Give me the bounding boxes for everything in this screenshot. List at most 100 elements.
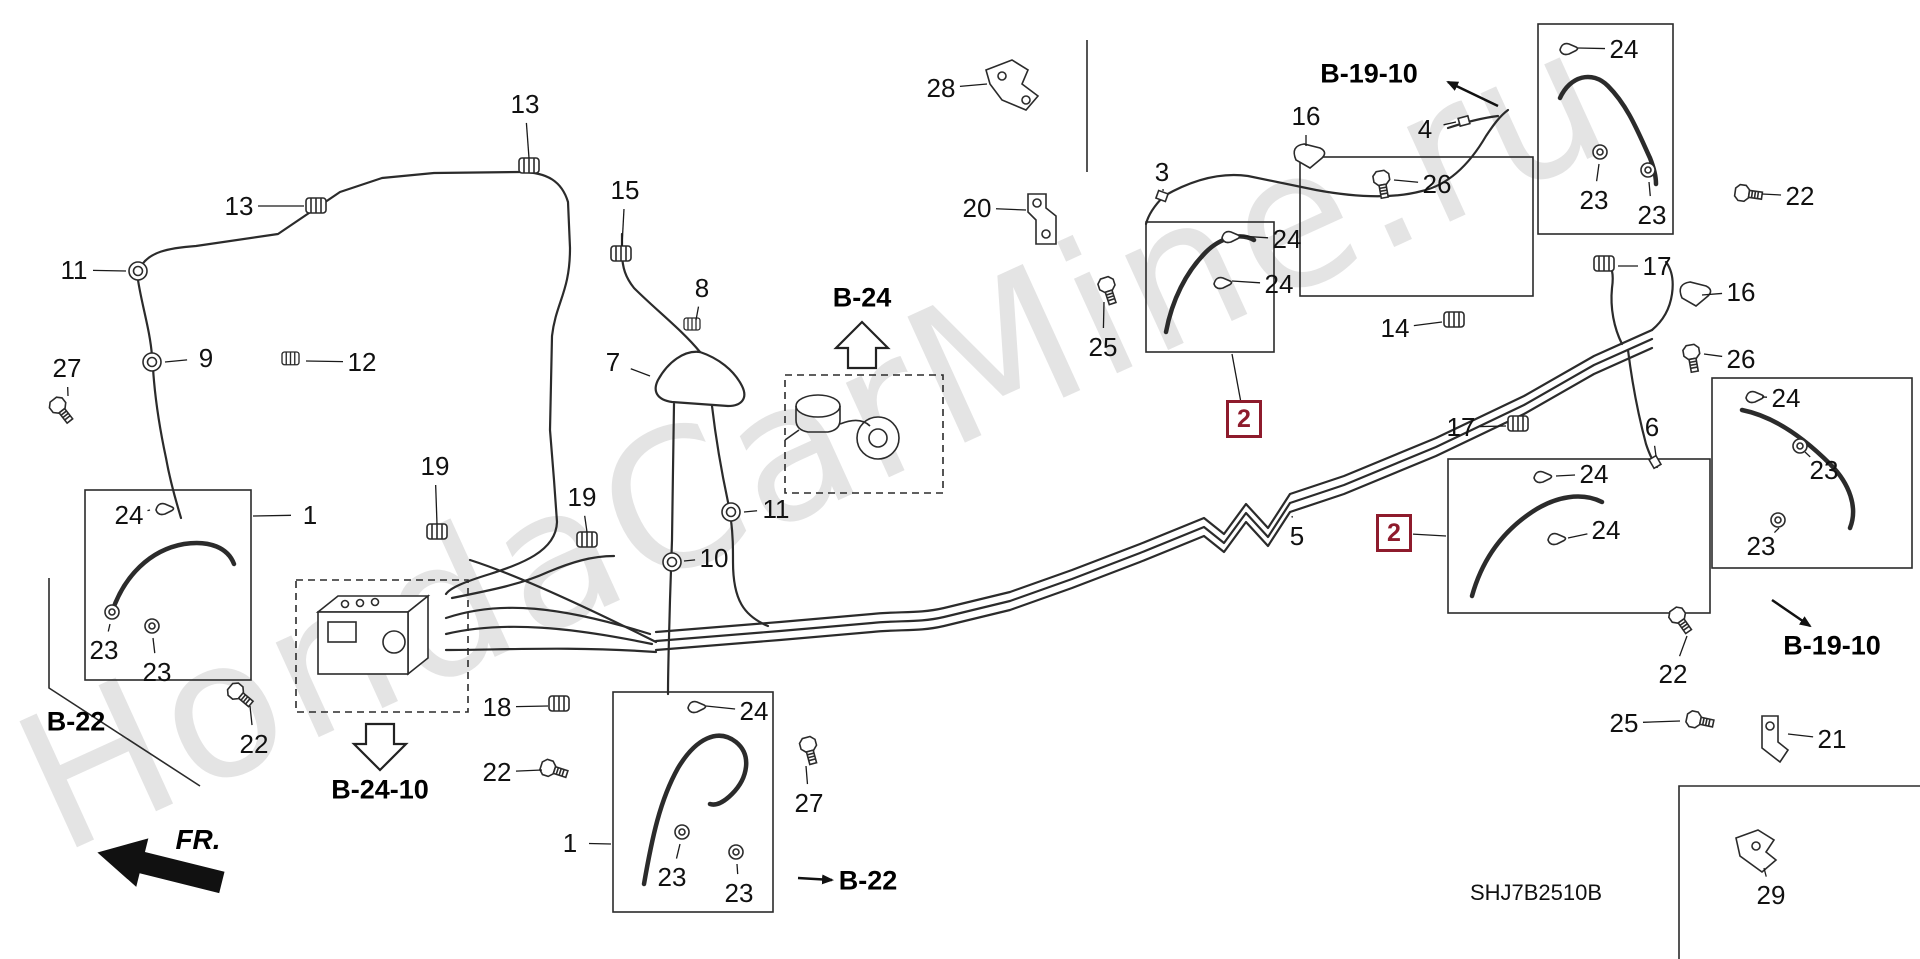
leader-line	[1555, 474, 1576, 477]
part-callout-17: 17	[1642, 251, 1672, 281]
part-4-fitting-glyph	[1457, 115, 1471, 127]
part-27-bolt-glyph	[797, 734, 822, 767]
leader-line	[515, 769, 543, 772]
part-13-clip-glyph	[305, 197, 327, 214]
part-25-bolt-glyph	[1684, 709, 1716, 733]
part-callout-19: 19	[420, 451, 450, 481]
leader-line	[305, 360, 344, 363]
part-14-clip-glyph	[1443, 311, 1465, 328]
part-24-clip-glyph	[155, 502, 175, 516]
part-23-washer-glyph	[1592, 144, 1608, 160]
part-callout-11: 11	[60, 255, 88, 285]
part-callout-1: 1	[302, 500, 318, 530]
leader-line	[1412, 533, 1447, 537]
leader-line	[525, 122, 530, 159]
part-callout-26: 26	[1726, 344, 1756, 374]
part-callout-7: 7	[605, 347, 621, 377]
leader-line	[1231, 280, 1261, 284]
leader-line	[675, 843, 681, 859]
part-27-bolt-glyph	[46, 393, 77, 427]
leader-line	[147, 509, 151, 512]
leader-line	[1773, 527, 1780, 534]
fr-direction-label: FR.	[175, 824, 221, 855]
b24-ref-box	[784, 374, 944, 494]
part-callout-11: 11	[762, 494, 790, 524]
b19-10-bottom-arrow	[1771, 598, 1812, 628]
leader-line	[588, 842, 612, 845]
leader-line	[959, 83, 988, 88]
part-24-clip-glyph	[1547, 532, 1567, 546]
partition-line	[1678, 785, 1920, 959]
part-23-washer-glyph	[674, 824, 690, 840]
leader-line	[630, 368, 651, 377]
group-ref-badge-2: 2	[1376, 514, 1412, 552]
part-10-grommet-glyph	[662, 552, 682, 572]
leader-line	[1239, 235, 1269, 239]
leader-line	[1678, 635, 1688, 657]
part-21-bracket-glyph	[1761, 715, 1790, 764]
ref-label-b-24-10: B-24-10	[331, 774, 429, 805]
part-22-bolt-glyph	[537, 757, 571, 783]
part-callout-29: 29	[1756, 880, 1786, 910]
group-box	[1447, 458, 1711, 614]
leader-line	[1642, 720, 1681, 723]
ref-label-b-22: B-22	[838, 865, 898, 896]
part-15-clip-glyph	[610, 245, 632, 262]
part-callout-3: 3	[1154, 157, 1170, 187]
leader-line	[584, 515, 588, 533]
part-callout-10: 10	[699, 543, 729, 573]
b24-10-ref-box	[295, 579, 469, 713]
leader-line	[1648, 181, 1651, 197]
leader-line	[736, 863, 739, 875]
part-callout-13: 13	[510, 89, 540, 119]
diagram-part-code: SHJ7B2510B	[1469, 880, 1603, 905]
part-callout-17: 17	[1446, 412, 1476, 442]
leader-line	[1763, 867, 1767, 877]
part-callout-18: 18	[482, 692, 512, 722]
part-callout-16: 16	[1726, 277, 1756, 307]
part-28-bracket-glyph	[985, 59, 1040, 111]
part-callout-15: 15	[610, 175, 640, 205]
part-callout-1: 1	[562, 828, 578, 858]
part-23-washer-glyph	[104, 604, 120, 620]
part-callout-23: 23	[657, 862, 687, 892]
component-glyphs	[46, 42, 1808, 874]
part-callout-23: 23	[1637, 200, 1667, 230]
leader-lines	[67, 47, 1814, 877]
ref-label-b-22: B-22	[46, 706, 106, 737]
part-callout-23: 23	[89, 635, 119, 665]
brake-hoses	[109, 74, 1856, 887]
part-18-clip-glyph	[548, 695, 570, 712]
leader-line	[1703, 353, 1723, 358]
part-callout-24: 24	[1579, 459, 1609, 489]
leader-line	[1653, 445, 1657, 457]
part-callout-13: 13	[224, 191, 254, 221]
group-boxes	[48, 23, 1920, 959]
leader-line	[995, 208, 1027, 211]
part-callout-27: 27	[52, 353, 82, 383]
leader-line	[1804, 451, 1811, 458]
leader-line	[1761, 193, 1782, 196]
part-callout-24: 24	[1609, 34, 1639, 64]
master-cylinder-glyph	[784, 394, 900, 460]
leader-line	[695, 306, 700, 321]
part-11-grommet-glyph	[721, 502, 741, 522]
part-callout-24: 24	[1771, 383, 1801, 413]
group-ref-badge-2: 2	[1226, 400, 1262, 438]
part-16-hook-glyph	[1679, 281, 1712, 307]
part-23-washer-glyph	[144, 618, 160, 634]
part-callout-6: 6	[1644, 412, 1660, 442]
part-17-clip-glyph	[1593, 255, 1615, 272]
leader-line	[249, 705, 253, 726]
group-box	[1537, 23, 1674, 235]
part-19-clip-glyph	[576, 531, 598, 548]
leader-line	[252, 514, 292, 517]
direction-arrows	[97, 80, 1812, 894]
ref-label-b-19-10: B-19-10	[1783, 630, 1881, 661]
part-callout-22: 22	[1658, 659, 1688, 689]
part-24-clip-glyph	[1745, 390, 1765, 404]
watermark-text: HondaCarMine.ru	[0, 0, 1641, 896]
part-callout-23: 23	[1746, 531, 1776, 561]
part-callout-16: 16	[1291, 101, 1321, 131]
